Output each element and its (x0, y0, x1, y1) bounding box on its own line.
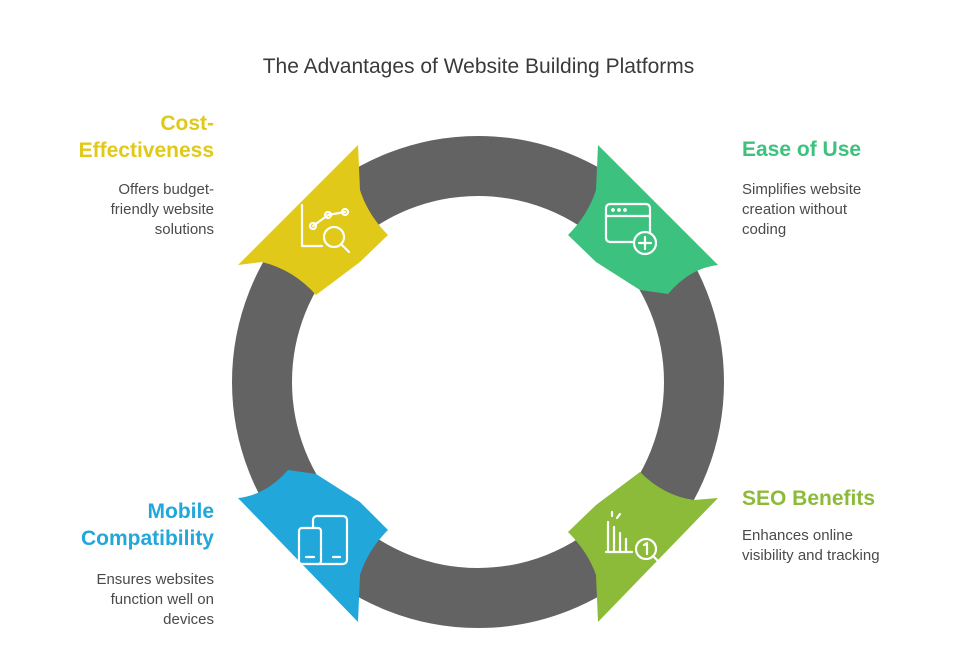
mobile-heading-line: Mobile (147, 500, 215, 523)
mobile-desc-line: devices (163, 611, 214, 628)
segment-ease (568, 145, 718, 294)
devices-icon (297, 514, 349, 566)
cost-heading-line: Effectiveness (78, 139, 214, 162)
ease-heading: Ease of Use (742, 136, 861, 163)
mobile-heading: Mobile Compatibility (81, 498, 214, 552)
segment-seo (568, 472, 718, 622)
cost-desc-line: friendly website (110, 201, 214, 218)
mobile-description: Ensures websites function well on device… (96, 570, 214, 630)
cost-desc-line: Offers budget- (118, 181, 214, 198)
mobile-heading-line: Compatibility (80, 527, 214, 550)
seo-desc-line: visibility and tracking (742, 547, 880, 564)
seo-heading: SEO Benefits (742, 485, 875, 512)
seo-desc-line: Enhances online (742, 527, 853, 544)
seo-heading-line: SEO Benefits (742, 487, 876, 510)
segment-mobile (238, 470, 388, 622)
segment-cost (238, 145, 388, 295)
mobile-desc-line: Ensures websites (96, 571, 214, 588)
ease-description: Simplifies website creation without codi… (742, 180, 861, 240)
ease-desc-line: coding (742, 221, 787, 238)
cost-desc-line: solutions (154, 221, 214, 238)
ease-desc-line: Simplifies website (742, 181, 862, 198)
ease-desc-line: creation without (742, 201, 848, 218)
cost-heading: Cost- Effectiveness (79, 110, 214, 164)
cost-description: Offers budget- friendly website solution… (111, 180, 214, 240)
ranking-search-icon (604, 510, 662, 565)
seo-description: Enhances online visibility and tracking (742, 526, 880, 566)
cost-heading-line: Cost- (160, 112, 214, 135)
chart-search-icon (300, 203, 351, 254)
mobile-desc-line: function well on (110, 591, 214, 608)
diagram-title: The Advantages of Website Building Platf… (262, 55, 695, 78)
ease-heading-line: Ease of Use (742, 138, 862, 161)
cycle-ring (232, 136, 724, 628)
browser-add-icon (604, 202, 658, 256)
